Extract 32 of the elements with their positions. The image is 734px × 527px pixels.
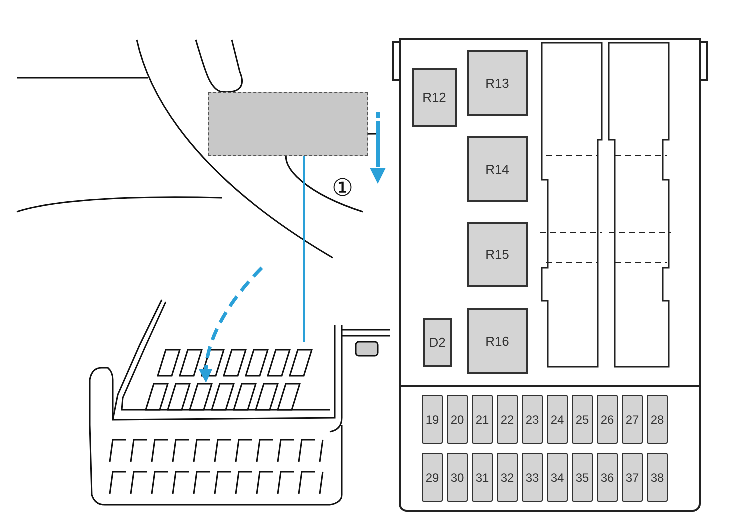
fuse: 35 xyxy=(572,453,593,502)
fuse: 24 xyxy=(547,395,568,444)
fuse: 32 xyxy=(497,453,518,502)
leader-line xyxy=(303,156,305,342)
fuse: 37 xyxy=(622,453,643,502)
fuse: 25 xyxy=(572,395,593,444)
fuse-box-location xyxy=(208,92,368,156)
fuse: 33 xyxy=(522,453,543,502)
fuse: 20 xyxy=(447,395,468,444)
relay: R15 xyxy=(467,222,528,287)
relay: R12 xyxy=(412,68,457,127)
fuse: 23 xyxy=(522,395,543,444)
fuse: 19 xyxy=(422,395,443,444)
fuse: 21 xyxy=(472,395,493,444)
fuse: 26 xyxy=(597,395,618,444)
callout-number: ① xyxy=(332,174,354,203)
fuse: 29 xyxy=(422,453,443,502)
relay-slot xyxy=(540,43,604,367)
relay-slot xyxy=(609,43,673,367)
fuse: 30 xyxy=(447,453,468,502)
fuse-box-panel xyxy=(399,38,701,512)
fuse: 36 xyxy=(597,453,618,502)
fuse: 38 xyxy=(647,453,668,502)
fuse: 31 xyxy=(472,453,493,502)
diode: D2 xyxy=(423,318,452,367)
fuse: 28 xyxy=(647,395,668,444)
relay: R13 xyxy=(467,50,528,116)
relay: R14 xyxy=(467,136,528,202)
fuse: 34 xyxy=(547,453,568,502)
relay: R16 xyxy=(467,308,528,374)
fuse: 22 xyxy=(497,395,518,444)
fuse: 27 xyxy=(622,395,643,444)
